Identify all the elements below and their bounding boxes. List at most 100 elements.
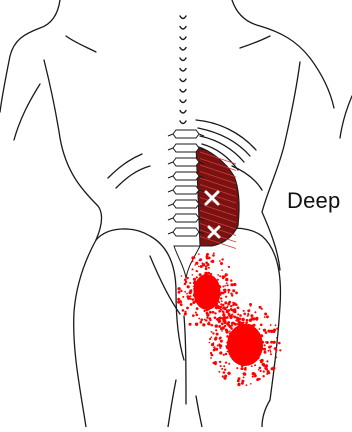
pain-dot <box>247 313 249 315</box>
pain-dot <box>269 349 271 351</box>
pain-dot <box>206 283 208 285</box>
pain-dot <box>242 372 244 374</box>
left-flank-crease <box>108 154 142 178</box>
pain-dot <box>247 315 249 317</box>
pain-dot <box>250 361 252 363</box>
pain-dot <box>205 320 207 322</box>
pain-dot <box>268 372 271 375</box>
pain-dot <box>222 307 224 309</box>
pain-dot <box>228 301 231 304</box>
pain-dot <box>278 342 281 345</box>
pain-dot <box>232 311 234 313</box>
pain-dot <box>214 316 217 319</box>
pain-dot <box>186 293 188 295</box>
pain-dot <box>217 318 220 321</box>
left-shoulder-outline <box>0 0 60 112</box>
pain-dot <box>226 342 228 344</box>
right-shoulder-outline <box>232 0 334 108</box>
pain-dot <box>206 288 208 290</box>
pain-dot <box>217 345 219 347</box>
pain-dot <box>208 257 211 260</box>
pain-dot <box>197 286 200 289</box>
pain-dot <box>202 298 205 301</box>
pain-dot <box>227 351 229 353</box>
spinous-process-mark <box>180 48 186 51</box>
pain-dot <box>210 357 212 359</box>
pain-dot <box>237 306 240 309</box>
pain-dot <box>211 260 214 263</box>
pain-dot <box>270 351 272 353</box>
pain-dot <box>212 254 215 257</box>
pain-dot <box>232 334 235 337</box>
pain-dot <box>192 301 195 304</box>
pain-dot <box>259 367 262 370</box>
pain-dot <box>180 300 182 302</box>
pain-dot <box>270 353 272 355</box>
pain-dot <box>196 276 198 278</box>
pain-dot <box>272 367 275 370</box>
pain-dot <box>200 277 202 279</box>
pain-dot <box>238 318 241 321</box>
pain-dot <box>200 318 203 321</box>
pain-dot <box>240 323 243 326</box>
pain-dot <box>260 361 263 364</box>
pain-dot <box>207 278 209 280</box>
spinous-process-mark <box>180 27 186 30</box>
pain-dot <box>224 316 227 319</box>
pain-dot <box>234 323 237 326</box>
spinous-process-mark <box>180 58 186 61</box>
pain-dot <box>223 365 225 367</box>
pain-dot <box>244 367 246 369</box>
pain-dot <box>216 282 218 284</box>
pain-dot <box>240 331 242 333</box>
deep-label: Deep <box>287 190 340 212</box>
pain-dot <box>253 324 256 327</box>
right-arm-outline <box>340 96 352 138</box>
pain-dot <box>202 323 205 326</box>
right-leg-inner <box>196 396 202 427</box>
left-back-crease <box>66 36 96 52</box>
pain-dot <box>249 309 251 311</box>
pain-dot <box>264 351 267 354</box>
pain-dot <box>264 316 266 318</box>
pain-dot <box>213 252 215 254</box>
pain-dot <box>275 324 277 326</box>
pain-dot <box>205 308 208 311</box>
pain-dot <box>211 331 213 333</box>
pain-dot <box>206 313 209 316</box>
pain-dot <box>209 338 211 340</box>
pain-dot <box>192 274 194 276</box>
pain-dot <box>196 314 199 317</box>
pain-dot <box>225 329 228 332</box>
pain-dot <box>241 367 244 370</box>
pain-dot <box>178 291 181 294</box>
pain-dot <box>217 279 219 281</box>
pain-dot <box>232 289 235 292</box>
pain-dot <box>250 354 253 357</box>
pain-dot <box>214 349 216 351</box>
pain-dot <box>222 286 224 288</box>
pain-dot <box>231 322 234 325</box>
pain-dot <box>221 322 224 325</box>
pain-dot <box>228 313 231 316</box>
pain-dot <box>216 333 219 336</box>
pain-dot <box>205 294 207 296</box>
pain-dot <box>252 372 255 375</box>
pain-dot <box>223 371 226 374</box>
pain-dot <box>211 289 214 292</box>
left-armpit-outline <box>44 60 102 240</box>
spinous-process-mark <box>180 100 186 103</box>
right-buttock-curve <box>200 228 280 400</box>
pain-dot <box>230 279 232 281</box>
pain-dot <box>214 338 217 341</box>
pain-dot <box>237 380 240 383</box>
pain-dot <box>192 298 195 301</box>
pain-dot <box>275 349 277 351</box>
pain-dot <box>270 324 272 326</box>
pain-dot <box>230 283 233 286</box>
pain-dot <box>195 284 197 286</box>
pain-dot <box>226 311 228 313</box>
pain-dot <box>225 296 227 298</box>
pain-dot <box>246 347 248 349</box>
pain-dot <box>230 305 232 307</box>
